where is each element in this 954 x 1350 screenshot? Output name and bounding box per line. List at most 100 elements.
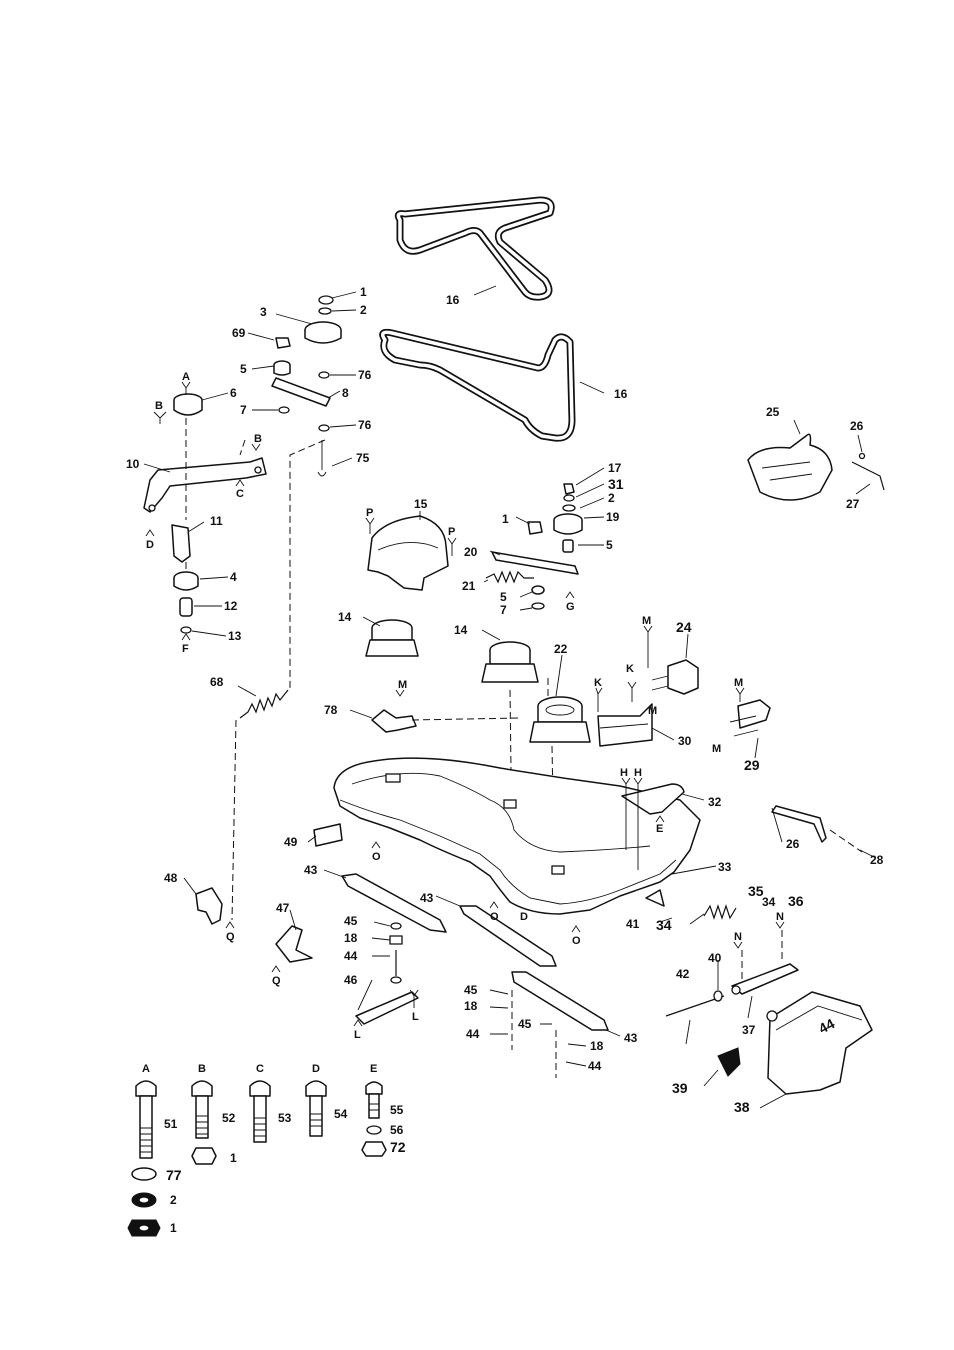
callout: 29 (744, 757, 760, 773)
callout: 5 (606, 538, 613, 552)
ref-letter: D (520, 911, 528, 923)
ref-letter: K (594, 677, 602, 689)
callout: 44 (344, 949, 358, 963)
ref-letter: P (448, 526, 455, 538)
bracket-47 (276, 926, 312, 962)
spring-35 (704, 906, 736, 918)
callout-numbers: 1 2 3 69 5 76 8 7 76 75 6 10 11 4 12 13 … (126, 285, 884, 1235)
arm-46 (356, 992, 418, 1024)
callout: 32 (708, 795, 722, 809)
belt-shield-15 (368, 516, 448, 590)
callout: 36 (788, 893, 804, 909)
callout: 8 (342, 386, 349, 400)
nut-72 (362, 1142, 386, 1156)
callout: 77 (166, 1167, 182, 1183)
callout: 3 (260, 305, 267, 319)
callout: 27 (846, 497, 860, 511)
callout: 1 (230, 1151, 237, 1165)
callout: 40 (708, 951, 722, 965)
callout: 76 (358, 368, 372, 382)
callout: 69 (232, 326, 246, 340)
spindle-housing-left (366, 620, 418, 656)
callout: 25 (766, 405, 780, 419)
ref-letter: F (182, 643, 189, 655)
bolt-52 (192, 1081, 212, 1138)
key-letter-b: B (198, 1063, 206, 1075)
callout: 4 (230, 570, 237, 584)
callout: 13 (228, 629, 242, 643)
callout: 55 (390, 1103, 404, 1117)
callout: 30 (678, 734, 692, 748)
bolt-53 (250, 1081, 270, 1142)
blade-43-center (460, 906, 556, 966)
callout: 21 (462, 579, 476, 593)
callout: 1 (170, 1221, 177, 1235)
link-78 (372, 710, 520, 732)
key-letter-a: A (142, 1063, 150, 1075)
callout: 16 (614, 387, 628, 401)
bolt-54 (306, 1081, 326, 1136)
spindle-housing-right (530, 697, 590, 742)
callout: 5 (500, 590, 507, 604)
callout: 56 (390, 1123, 404, 1137)
ref-letter: Q (226, 931, 235, 943)
callout: 11 (210, 514, 223, 528)
ref-letter: M (648, 705, 657, 717)
callout: 76 (358, 418, 372, 432)
ref-letter: K (626, 663, 634, 675)
ref-letter: D (146, 539, 154, 551)
callout: 48 (164, 871, 178, 885)
callout: 44 (466, 1027, 480, 1041)
callout: 17 (608, 461, 622, 475)
callout: 7 (500, 603, 507, 617)
callout: 47 (276, 901, 290, 915)
bracket-24 (652, 660, 698, 694)
callout: 43 (624, 1031, 638, 1045)
callout: 51 (164, 1117, 178, 1131)
callout: 24 (676, 619, 692, 635)
ref-letter: L (354, 1029, 361, 1041)
key-letter-d: D (312, 1063, 320, 1075)
callout: 14 (338, 610, 352, 624)
callout: 37 (742, 1023, 756, 1037)
callout: 12 (224, 599, 238, 613)
left-lever-assembly (144, 394, 266, 633)
callout: 20 (464, 545, 478, 559)
callout: 49 (284, 835, 298, 849)
ref-letter: L (412, 1011, 419, 1023)
bolt-55 (366, 1082, 382, 1118)
ref-letter: A (182, 371, 190, 383)
callout: 10 (126, 457, 140, 471)
callout: 52 (222, 1111, 236, 1125)
upper-belt (398, 200, 551, 297)
callout: 45 (344, 914, 358, 928)
ref-letter: H (634, 767, 642, 779)
callout: 42 (676, 967, 690, 981)
washer-56 (367, 1126, 381, 1134)
spring-68 (232, 690, 288, 920)
ref-letter: G (566, 601, 575, 613)
callout: 1 (360, 285, 367, 299)
callout: 72 (390, 1139, 406, 1155)
bracket-30 (598, 704, 652, 746)
callout: 2 (170, 1193, 177, 1207)
knob-39 (718, 1048, 740, 1076)
ref-letter: B (254, 433, 262, 445)
bolt-51 (136, 1081, 156, 1158)
mower-deck-33 (334, 758, 700, 914)
deck-cover-38: 44 (767, 992, 872, 1094)
callout: 22 (554, 642, 568, 656)
washer-40 (714, 991, 722, 1001)
key-letter-c: C (256, 1063, 264, 1075)
callout: 31 (608, 476, 624, 492)
spindle-housing-center (482, 642, 538, 682)
callout: 34 (656, 917, 672, 933)
plate-49 (314, 824, 342, 846)
callout: 18 (590, 1039, 604, 1053)
callout: 46 (344, 973, 358, 987)
ref-letter: C (236, 488, 244, 500)
callout: 78 (324, 703, 338, 717)
bracket-48 (196, 888, 222, 924)
washer-77 (132, 1168, 156, 1180)
